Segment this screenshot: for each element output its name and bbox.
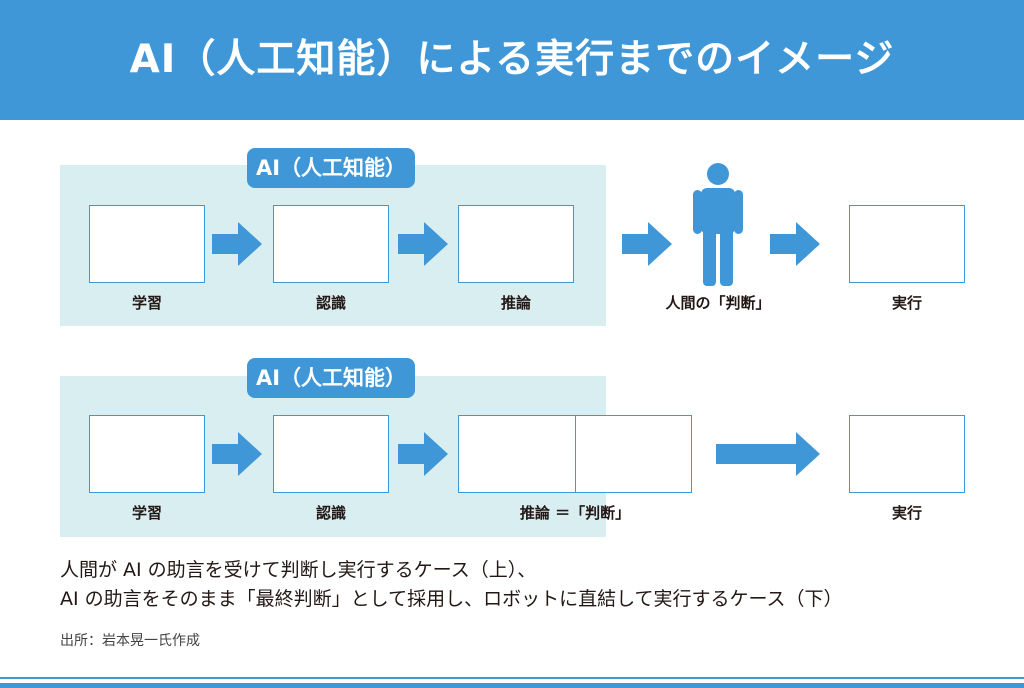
step-label-learning-top: 学習 bbox=[131, 294, 162, 312]
arrow-right-icon bbox=[770, 222, 820, 266]
step-label-inference-judgment-bottom: 推論 ＝「判断」 bbox=[519, 504, 631, 522]
arrow-right-icon bbox=[398, 222, 448, 266]
ai-badge-bottom: AI（人工知能） bbox=[247, 358, 415, 398]
arrow-right-icon bbox=[212, 222, 262, 266]
box-inference-top bbox=[458, 205, 574, 283]
step-label-recognition-bottom: 認識 bbox=[315, 504, 346, 522]
header-band bbox=[0, 0, 1024, 120]
ai-badge-top: AI（人工知能） bbox=[247, 148, 415, 188]
source-credit: 出所：岩本晃一氏作成 bbox=[60, 633, 200, 649]
box-learning-bottom bbox=[89, 415, 205, 493]
long-arrow-right-icon bbox=[716, 432, 820, 476]
arrow-right-icon bbox=[622, 222, 672, 266]
description-line-2: AI の助言をそのまま「最終判断」として採用し、ロボットに直結して実行するケース… bbox=[60, 588, 843, 610]
page-title: AI（人工知能）による実行までのイメージ bbox=[129, 37, 895, 82]
box-judgment-bottom bbox=[575, 415, 692, 493]
box-execute-top bbox=[849, 205, 965, 283]
box-recognition-bottom bbox=[273, 415, 389, 493]
person-icon bbox=[693, 163, 743, 286]
box-execute-bottom bbox=[849, 415, 965, 493]
execute-label-bottom: 実行 bbox=[891, 504, 922, 522]
human-judgment-label: 人間の「判断」 bbox=[665, 294, 771, 312]
step-label-learning-bottom: 学習 bbox=[131, 504, 162, 522]
bottom-rule bbox=[0, 677, 1024, 679]
step-label-recognition-top: 認識 bbox=[315, 294, 346, 312]
box-inference-bottom bbox=[458, 415, 576, 493]
box-recognition-top bbox=[273, 205, 389, 283]
bottom-rule bbox=[0, 683, 1024, 688]
step-label-inference-top: 推論 bbox=[500, 294, 531, 312]
box-learning-top bbox=[89, 205, 205, 283]
description-line-1: 人間が AI の助言を受けて判断し実行するケース（上）、 bbox=[60, 559, 537, 581]
arrow-right-icon bbox=[398, 432, 448, 476]
arrow-right-icon bbox=[212, 432, 262, 476]
execute-label-top: 実行 bbox=[891, 294, 922, 312]
